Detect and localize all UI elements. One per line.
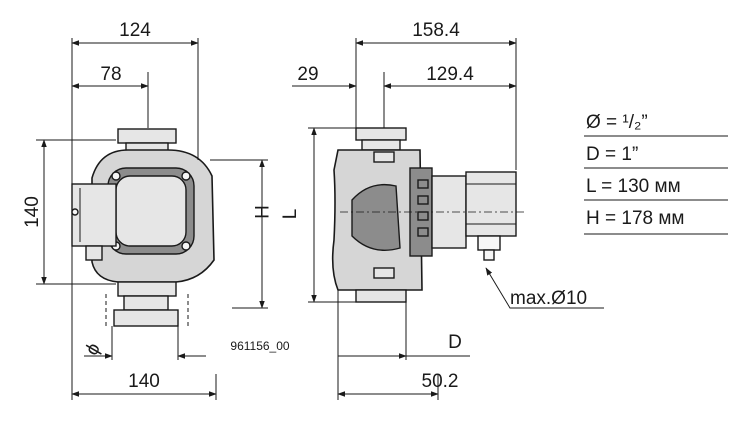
side-drain (373, 267, 395, 279)
side-fin (417, 211, 429, 221)
side-fin (417, 179, 429, 189)
dim-label-158-4: 158.4 (412, 20, 460, 41)
side-view (331, 127, 526, 303)
dim-label-D: D (448, 332, 462, 353)
drawing-code: 961156_00 (230, 339, 290, 353)
spec-table: Ø = ¹/₂” D = 1” L = 130 мм H = 178 мм (584, 112, 728, 235)
front-bottom-neck (123, 295, 169, 311)
front-view (71, 128, 215, 327)
side-bottom-flange (355, 289, 407, 303)
leader-gland (485, 267, 604, 309)
dim-label-129-4: 129.4 (426, 64, 474, 85)
side-fin (417, 227, 429, 237)
front-bottom-flange (117, 281, 177, 297)
side-extension-lines (308, 38, 517, 400)
side-top-neck (361, 139, 401, 151)
spec-row-3: H = 178 мм (586, 208, 685, 229)
front-bolt (111, 171, 121, 181)
front-bolt (181, 241, 191, 251)
front-terminal-box (71, 183, 117, 247)
dim-label-29: 29 (297, 64, 318, 85)
spec-row-1: D = 1” (586, 144, 638, 165)
spec-row-2: L = 130 мм (586, 176, 681, 197)
spec-row-0: Ø = ¹/₂” (586, 112, 648, 133)
side-impeller-housing (351, 183, 401, 251)
dim-label-124: 124 (119, 20, 151, 41)
front-top-flange (117, 128, 177, 144)
side-cable-nut (483, 249, 495, 261)
front-bolt (181, 171, 191, 181)
dim-label-78: 78 (100, 64, 121, 85)
side-top-flange (355, 127, 407, 141)
front-motor-face (115, 175, 187, 247)
dim-label-140-base: 140 (128, 371, 160, 392)
side-terminal-box (465, 171, 517, 237)
front-cable-gland (85, 245, 103, 261)
dim-label-140-height: 140 (22, 196, 43, 228)
front-bottom-fitting (113, 309, 179, 327)
side-fin (417, 195, 429, 205)
front-terminal-screw (71, 208, 79, 216)
side-cable-gland (477, 235, 501, 251)
dim-label-50-2: 50.2 (422, 371, 459, 392)
dim-label-H: H (250, 205, 271, 219)
dim-label-L: L (280, 209, 301, 220)
front-hidden-edge (105, 294, 189, 326)
side-vent (373, 151, 395, 163)
front-extension-lines (36, 38, 268, 400)
dim-label-cable-gland: max.Ø10 (510, 288, 587, 309)
